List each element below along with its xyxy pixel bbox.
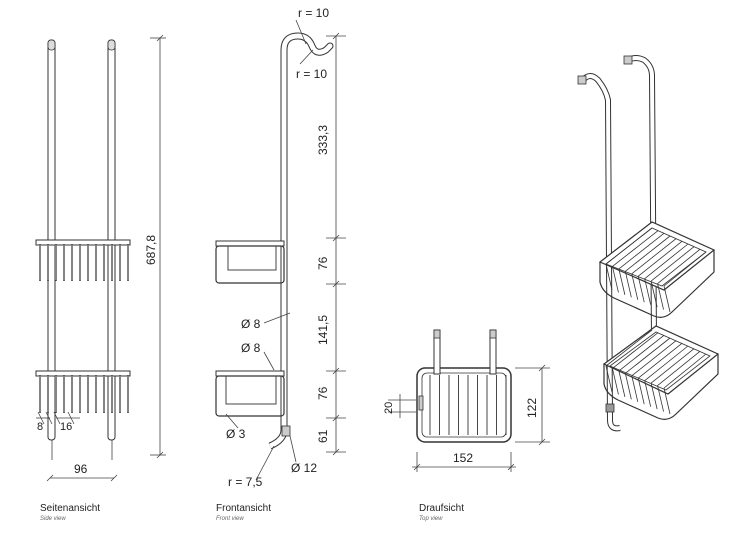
side-view-caption-en: Side view — [40, 516, 66, 522]
top-dim-width: 152 — [453, 451, 473, 465]
basket-bar — [605, 227, 653, 265]
basket-bar — [637, 241, 683, 277]
basket-bar — [650, 246, 695, 282]
perspective-view — [577, 55, 720, 432]
front-dim-seg2: 76 — [316, 256, 330, 270]
front-view-caption: Frontansicht — [216, 503, 271, 514]
basket-bar — [612, 230, 659, 267]
basket-bar — [631, 340, 677, 377]
basket-bar — [663, 353, 707, 389]
basket-bar — [618, 335, 665, 372]
top-dim-depth: 122 — [525, 398, 539, 418]
top-dim-20: 20 — [383, 402, 395, 414]
front-upper-basket — [215, 240, 285, 284]
side-dim-8: 8 — [37, 421, 43, 433]
front-view: r = 10 r = 10 Ø 8 Ø 8 Ø 3 Ø 12 r = 7,5 3… — [215, 6, 346, 522]
perspective-upper-basket — [598, 221, 716, 318]
front-dim-seg5: 61 — [316, 429, 330, 443]
side-upper-basket — [35, 239, 131, 281]
front-dim-r-top1: r = 10 — [298, 6, 329, 20]
side-lower-basket — [35, 370, 131, 413]
side-dim-16: 16 — [60, 421, 72, 433]
front-lower-basket — [215, 370, 285, 417]
top-view-caption-en: Top view — [419, 516, 443, 522]
side-dim-width: 96 — [74, 462, 88, 476]
basket-bar — [644, 345, 689, 381]
top-basket-outline — [416, 367, 512, 443]
top-view: 20 122 152 Draufsicht Top view — [383, 329, 550, 522]
basket-bar — [650, 348, 695, 384]
basket-bar — [605, 329, 653, 367]
front-view-caption-en: Front view — [216, 516, 244, 522]
front-dim-dia-wire: Ø 3 — [226, 427, 246, 441]
basket-bar — [637, 343, 683, 379]
basket-bar — [625, 337, 671, 374]
front-dim-seg1: 333,3 — [316, 125, 330, 155]
side-view-caption: Seitenansicht — [40, 503, 100, 514]
front-dim-dia-end: Ø 12 — [291, 461, 317, 475]
side-view: 8 16 96 687,8 Seitenansicht Side view — [35, 34, 166, 522]
basket-bar — [618, 233, 665, 270]
basket-bar — [631, 238, 677, 275]
front-dim-dia-basket: Ø 8 — [241, 341, 261, 355]
front-dim-r-bottom: r = 7,5 — [228, 475, 263, 489]
side-dim-height: 687,8 — [144, 235, 158, 265]
basket-bar — [663, 251, 707, 287]
perspective-lower-basket — [602, 325, 720, 420]
front-dim-seg4: 76 — [316, 386, 330, 400]
front-rod — [280, 32, 334, 434]
basket-bar — [625, 235, 671, 272]
front-dim-seg3: 141,5 — [316, 315, 330, 345]
basket-bar — [612, 332, 659, 369]
top-view-caption: Draufsicht — [419, 503, 464, 514]
front-dim-dia-rod: Ø 8 — [241, 317, 261, 331]
front-dim-r-top2: r = 10 — [296, 67, 327, 81]
basket-bar — [644, 243, 689, 279]
basket-bar — [657, 351, 701, 386]
basket-bar — [657, 249, 701, 284]
